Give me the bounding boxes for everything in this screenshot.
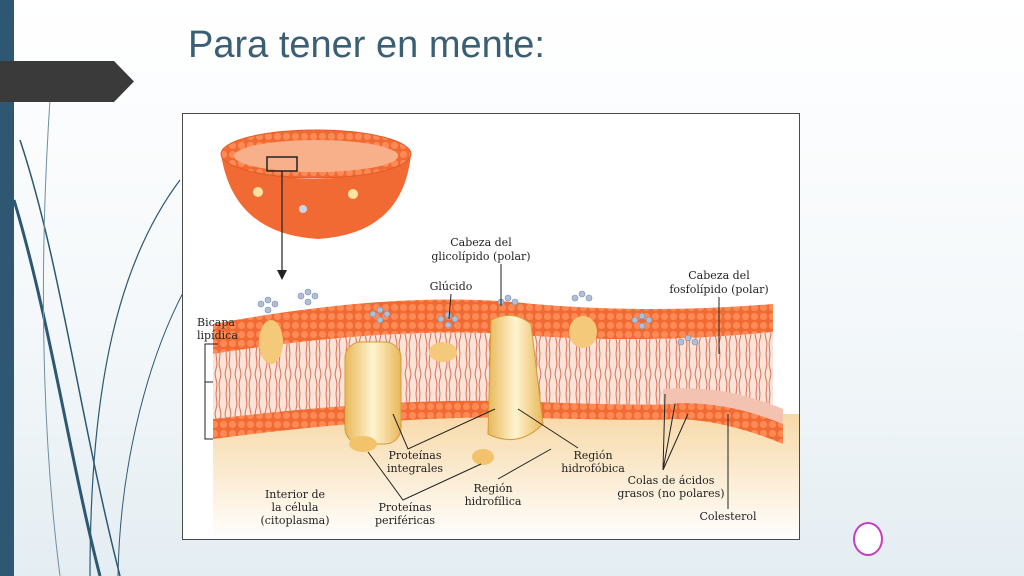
label-colesterol: Colesterol <box>699 510 757 523</box>
label-interior-celula-2: la célula <box>272 501 319 514</box>
peripheral-protein <box>472 449 494 465</box>
cell-sphere <box>220 129 412 239</box>
label-proteinas-perifericas: Proteínas <box>378 501 431 514</box>
label-proteinas-perifericas-2: periféricas <box>375 514 435 527</box>
slide-title: Para tener en mente: <box>188 24 545 66</box>
peripheral-protein <box>349 436 377 452</box>
cell-membrane-figure: Cabeza del glicolípido (polar) Glúcido C… <box>182 113 800 540</box>
inner-phospholipid-heads <box>213 400 673 439</box>
label-glucido: Glúcido <box>430 280 473 293</box>
label-cabeza-fosfolipido: Cabeza del <box>688 269 750 282</box>
glucido-chains <box>257 288 699 346</box>
label-proteinas-integrales-2: integrales <box>387 462 443 475</box>
label-cabeza-fosfolipido-2: fosfolípido (polar) <box>669 283 768 296</box>
label-colas-acidos-2: grasos (no polares) <box>617 487 724 500</box>
left-accent-bar <box>0 0 14 576</box>
label-interior-celula-3: (citoplasma) <box>260 514 329 527</box>
label-region-hidrofilica: Región <box>473 482 512 495</box>
integral-protein <box>344 341 402 445</box>
label-proteinas-integrales: Proteínas <box>388 449 441 462</box>
label-cabeza-glicolipido-2: glicolípido (polar) <box>431 250 530 263</box>
membrane-illustration: Cabeza del glicolípido (polar) Glúcido C… <box>197 129 799 539</box>
label-colas-acidos: Colas de ácidos <box>628 474 715 487</box>
label-bicapa-2: lipídica <box>197 329 238 342</box>
label-interior-celula: Interior de <box>265 488 325 501</box>
decorative-lines <box>12 99 190 576</box>
oval-shape-icon[interactable] <box>853 522 883 556</box>
label-region-hidrofilica-2: hidrofílica <box>465 495 522 508</box>
label-region-hidrofobica-2: hidrofóbica <box>561 462 625 475</box>
arrow-tab-icon <box>0 61 134 102</box>
label-bicapa: Bicapa <box>197 316 235 329</box>
figure-labels: Cabeza del glicolípido (polar) Glúcido C… <box>197 236 769 527</box>
label-cabeza-glicolipido: Cabeza del <box>450 236 512 249</box>
label-region-hidrofobica: Región <box>573 449 612 462</box>
integral-protein-large <box>487 314 544 441</box>
leader-lines <box>204 264 729 509</box>
